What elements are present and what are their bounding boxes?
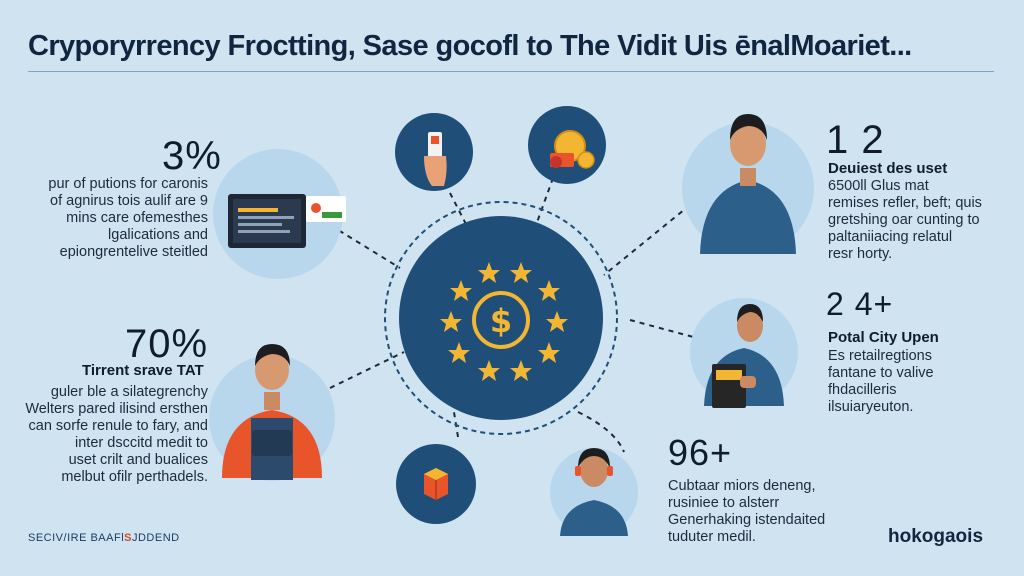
description-line: can sorfe renule to fary, and (28, 418, 208, 434)
description-line: mins care ofemesthes (66, 210, 208, 226)
description-line: uset crilt and bualices (68, 452, 208, 468)
star (510, 360, 532, 381)
subtitle-left-bottom: Tirrent srave TAT (82, 362, 204, 379)
description-line: Cubtaar miors deneng, (668, 478, 816, 494)
description-right-middle: Es retailregtions fantane to valive fhda… (828, 348, 1008, 416)
description-right-bottom: Cubtaar miors deneng, rusiniee to alster… (668, 478, 868, 546)
svg-text:$: $ (490, 302, 512, 340)
coins-stack-icon (528, 106, 606, 184)
footer-text: JDDEND (131, 532, 180, 544)
description-line: lgalications and (108, 227, 208, 243)
hub-dashed-ring (384, 201, 618, 435)
stat-right-top: 1 2 (826, 118, 885, 162)
description-line: epiongrentelive steitled (59, 244, 208, 260)
hub-circle (399, 216, 603, 420)
star (448, 342, 470, 363)
analyst-avatar (690, 298, 798, 408)
description-line: fantane to valive (828, 365, 934, 381)
star (440, 311, 462, 332)
description-line: remises refler, beft; quis (828, 195, 982, 211)
description-line: pur of putions for caronis (48, 176, 208, 192)
description-line: inter dsccitd medit to (75, 435, 208, 451)
description-line: melbut ofilr perthadels. (61, 469, 208, 485)
person-avatar (682, 114, 814, 254)
title-divider (28, 71, 994, 72)
description-right-top: 6500ll Glus mat remises refler, beft; qu… (828, 178, 1008, 263)
connector-left-bottom (329, 351, 405, 389)
subtitle-right-middle: Potal City Upen (828, 329, 939, 346)
worker-avatar (209, 344, 335, 481)
star-ring (440, 262, 568, 381)
stat-left-bottom: 70% (125, 322, 209, 366)
connector-top-right (534, 177, 554, 229)
stat-left-top: 3% (162, 134, 222, 178)
star (510, 262, 532, 283)
dollar-coin-icon: $ (472, 291, 530, 349)
laptop-chart-icon (213, 149, 346, 279)
connector-top-left (449, 192, 471, 233)
description-line: tuduter medil. (668, 529, 756, 545)
footer-text: SECIV/IRE BAAFl (28, 532, 125, 544)
footer-brand-left: SECIV/IRE BAAFlSJDDEND (28, 532, 180, 544)
description-line: resr horty. (828, 246, 893, 262)
connector-bottom-right (577, 411, 625, 453)
central-hub: $ (384, 201, 618, 435)
star (538, 280, 560, 301)
connector-right-top (603, 204, 691, 276)
page-title: Cryporyrrency Froctting, Sase gocofl to … (28, 30, 912, 62)
footer-accent: S (124, 532, 132, 544)
description-left-top: pur of putions for caronis of agnirus to… (16, 176, 208, 261)
star (450, 280, 472, 301)
description-line: Generhaking istendaited (668, 512, 826, 528)
stat-right-middle: 2 4+ (826, 286, 894, 322)
support-agent-avatar (550, 448, 638, 536)
description-line: ilsuiaryeuton. (828, 399, 914, 415)
footer-brand-right: hokogaois (888, 526, 984, 547)
description-line: Es retailregtions (828, 348, 932, 364)
star (546, 311, 568, 332)
star (478, 360, 500, 381)
subtitle-right-top: Deuiest des uset (828, 160, 948, 177)
stat-right-bottom: 96+ (668, 432, 733, 473)
description-line: of agnirus tois aulif are 9 (50, 193, 208, 209)
cube-icon (396, 444, 476, 524)
description-line: 6500ll Glus mat (828, 178, 929, 194)
hand-holding-phone-icon (395, 113, 473, 191)
description-line: Welters pared ilisind ersthen (25, 401, 208, 417)
description-left-bottom: guler ble a silategrenchy Welters pared … (12, 384, 208, 486)
description-line: fhdacilleris (828, 382, 897, 398)
star (478, 262, 500, 283)
description-line: guler ble a silategrenchy (50, 384, 208, 400)
description-line: gretshing oar cunting to (828, 212, 980, 228)
star (538, 342, 560, 363)
description-line: paltaniiacing relatul (828, 229, 953, 245)
description-line: rusiniee to alsterr (668, 495, 780, 511)
